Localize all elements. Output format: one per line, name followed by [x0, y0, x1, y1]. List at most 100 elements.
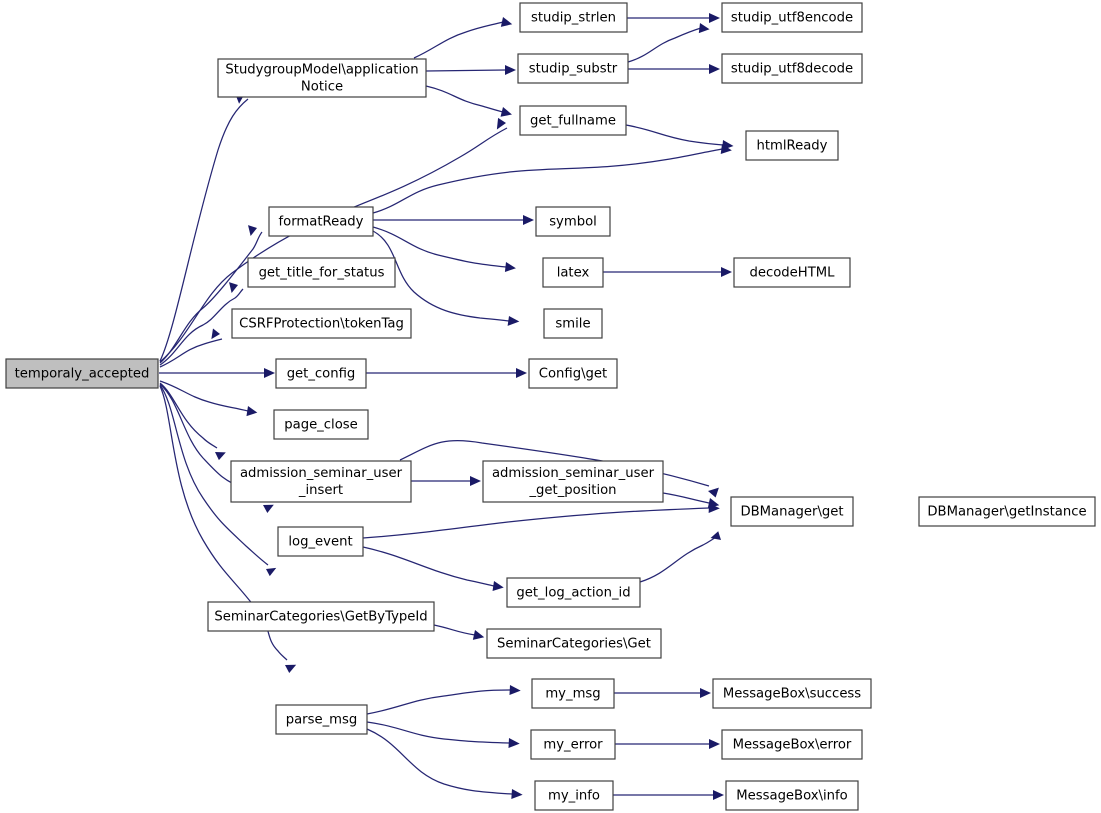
- node-box[interactable]: [486, 628, 662, 659]
- node-box[interactable]: [273, 409, 369, 440]
- node-box[interactable]: [721, 53, 863, 84]
- node-box[interactable]: [535, 206, 611, 237]
- arrowhead-icon: [246, 406, 258, 417]
- node-parse_msg[interactable]: parse_msg: [275, 704, 368, 735]
- node-my_info[interactable]: my_info: [534, 780, 614, 811]
- node-dbmanager_getinstance[interactable]: DBManager\getInstance: [918, 496, 1096, 527]
- node-admission_seminar_user_get_position[interactable]: admission_seminar_user_get_position: [482, 460, 664, 503]
- node-box[interactable]: [247, 257, 396, 288]
- node-config_get[interactable]: Config\get: [528, 358, 618, 389]
- node-box[interactable]: [231, 308, 412, 339]
- node-box[interactable]: [745, 130, 839, 161]
- node-box[interactable]: [482, 460, 664, 503]
- node-log_event[interactable]: log_event: [277, 526, 364, 557]
- node-symbol[interactable]: symbol: [535, 206, 611, 237]
- edge-studygroupmodel_applicationnotice-to-studip_strlen: [413, 17, 513, 59]
- node-box[interactable]: [721, 729, 863, 760]
- node-box[interactable]: [277, 526, 364, 557]
- node-get_fullname[interactable]: get_fullname: [519, 105, 627, 136]
- node-get_title_for_status[interactable]: get_title_for_status: [247, 257, 396, 288]
- node-box[interactable]: [730, 496, 854, 527]
- node-label: formatReady: [279, 215, 364, 230]
- edge-formatready-to-symbol: [373, 215, 534, 225]
- node-label: get_fullname: [530, 114, 616, 129]
- node-box[interactable]: [275, 704, 368, 735]
- arrowhead-icon: [709, 13, 720, 23]
- arrowhead-icon: [496, 117, 506, 130]
- arrowhead-icon: [500, 107, 512, 117]
- node-box[interactable]: [721, 2, 863, 33]
- node-box[interactable]: [542, 257, 604, 288]
- node-label: decodeHTML: [750, 266, 836, 281]
- edge-parse_msg-to-my_error: [366, 721, 520, 748]
- edge-temporaly_accepted-to-formatready: [159, 225, 263, 364]
- arrowhead-icon: [709, 64, 720, 74]
- node-formatready[interactable]: formatReady: [268, 206, 374, 237]
- node-box[interactable]: [528, 358, 618, 389]
- node-csrfprotection_tokentag[interactable]: CSRFProtection\tokenTag: [231, 308, 412, 339]
- arrowhead-icon: [720, 144, 732, 154]
- node-box[interactable]: [531, 678, 615, 709]
- node-admission_seminar_user_insert[interactable]: admission_seminar_user_insert: [230, 460, 412, 503]
- arrowhead-icon: [472, 630, 485, 640]
- node-box[interactable]: [733, 257, 851, 288]
- node-my_msg[interactable]: my_msg: [531, 678, 615, 709]
- node-dbmanager_get[interactable]: DBManager\get: [730, 496, 854, 527]
- node-get_config[interactable]: get_config: [275, 358, 367, 389]
- node-box[interactable]: [506, 577, 641, 608]
- node-seminarcategories_get[interactable]: SeminarCategories\Get: [486, 628, 662, 659]
- node-studip_substr[interactable]: studip_substr: [517, 53, 629, 84]
- node-smile[interactable]: smile: [543, 308, 603, 339]
- nodes-layer: temporaly_accepted StudygroupModel\applic…: [5, 2, 1096, 811]
- node-box[interactable]: [207, 601, 435, 632]
- arrowhead-icon: [211, 328, 220, 340]
- node-box[interactable]: [519, 2, 628, 33]
- node-my_error[interactable]: my_error: [530, 729, 616, 760]
- node-box[interactable]: [530, 729, 616, 760]
- node-decodehtml[interactable]: decodeHTML: [733, 257, 851, 288]
- node-box[interactable]: [217, 58, 427, 98]
- node-messagebox_info[interactable]: MessageBox\info: [725, 780, 859, 811]
- arrowhead-icon: [516, 368, 527, 378]
- node-messagebox_success[interactable]: MessageBox\success: [712, 678, 872, 709]
- node-box[interactable]: [712, 678, 872, 709]
- edge-temporaly_accepted-to-page_close: [159, 380, 258, 417]
- edge-formatready-to-latex: [372, 226, 516, 272]
- node-box[interactable]: [268, 206, 374, 237]
- node-box[interactable]: [534, 780, 614, 811]
- node-label: log_event: [288, 535, 352, 550]
- arrowhead-icon: [215, 452, 226, 461]
- edge-log_event-to-get_log_action_id: [362, 546, 504, 591]
- arrowhead-icon: [713, 790, 724, 800]
- node-studip_utf8encode[interactable]: studip_utf8encode: [721, 2, 863, 33]
- arrowhead-icon: [523, 215, 534, 225]
- edge-my_msg-to-messagebox_success: [614, 688, 711, 698]
- node-temporaly_accepted[interactable]: temporaly_accepted: [5, 358, 159, 389]
- node-label: DBManager\get: [740, 505, 843, 520]
- node-box[interactable]: [519, 105, 627, 136]
- node-htmlready[interactable]: htmlReady: [745, 130, 839, 161]
- node-get_log_action_id[interactable]: get_log_action_id: [506, 577, 641, 608]
- node-box[interactable]: [543, 308, 603, 339]
- node-label: studip_strlen: [531, 11, 616, 26]
- node-latex[interactable]: latex: [542, 257, 604, 288]
- node-studip_utf8decode[interactable]: studip_utf8decode: [721, 53, 863, 84]
- node-label: DBManager\getInstance: [927, 505, 1086, 520]
- node-box[interactable]: [5, 358, 159, 389]
- edge-studip_substr-to-studip_utf8decode: [628, 64, 720, 74]
- arrowhead-icon: [504, 262, 516, 272]
- node-box[interactable]: [725, 780, 859, 811]
- node-seminarcategories_getbytypeid[interactable]: SeminarCategories\GetByTypeId: [207, 601, 435, 632]
- node-studip_strlen[interactable]: studip_strlen: [519, 2, 628, 33]
- node-box[interactable]: [918, 496, 1096, 527]
- node-box[interactable]: [517, 53, 629, 84]
- node-box[interactable]: [230, 460, 412, 503]
- node-box[interactable]: [275, 358, 367, 389]
- node-page_close[interactable]: page_close: [273, 409, 369, 440]
- arrowhead-icon: [470, 476, 481, 486]
- node-messagebox_error[interactable]: MessageBox\error: [721, 729, 863, 760]
- edge-studygroupmodel_applicationnotice-to-get_fullname: [425, 85, 512, 117]
- edge-studygroupmodel_applicationnotice-to-studip_substr: [425, 65, 516, 75]
